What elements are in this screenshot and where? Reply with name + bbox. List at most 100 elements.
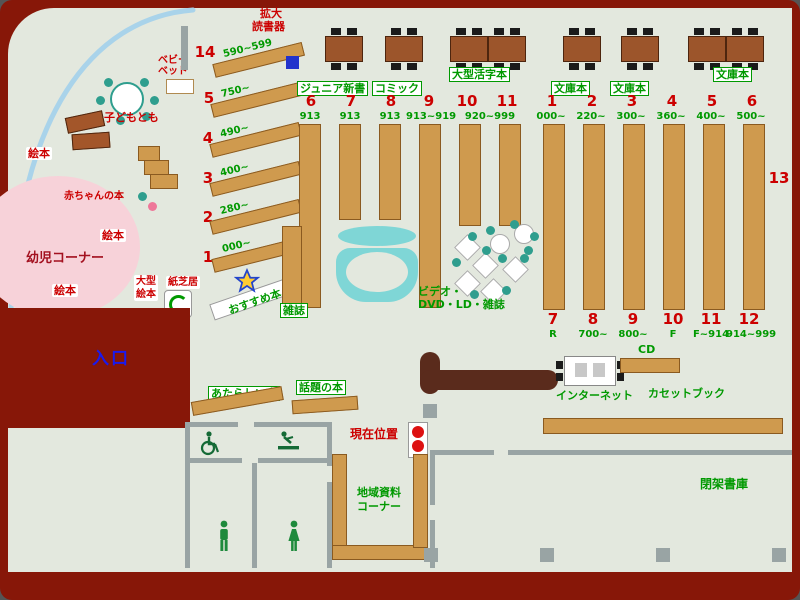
reading-table [450, 28, 488, 70]
kids-round-table [110, 82, 144, 116]
bookshelf [623, 124, 645, 310]
shelf-range: 700~ [578, 329, 608, 340]
marker-dot [412, 440, 424, 452]
cassette-label: カセットブック [648, 387, 725, 400]
kids-step-shelf [150, 174, 178, 189]
local-materials-label-1: 地域資料 [357, 486, 401, 499]
lounge-stools [468, 232, 477, 241]
bookshelf [543, 124, 565, 310]
shelf-range: 220~ [576, 111, 606, 122]
shelf-number: 1 [202, 248, 214, 266]
entrance-label: 入口 [92, 349, 130, 369]
shelf-range: 913 [339, 111, 361, 122]
wall [327, 482, 332, 568]
local-materials-label-2: コーナー [357, 500, 401, 513]
shelf-range: 914~999 [726, 329, 777, 340]
shelf-range: 000~ [536, 111, 566, 122]
cd-shelf [620, 358, 680, 373]
shelf-number: 8 [385, 92, 397, 110]
shelf-number: 14 [194, 43, 216, 61]
reading-table [563, 28, 601, 70]
large-picture-books-label: 大型 絵本 [134, 275, 158, 301]
browsing-sofa [336, 248, 418, 302]
kids-step-shelf [144, 160, 169, 175]
category-label: 文庫本 [551, 81, 590, 96]
bookshelf [339, 124, 361, 220]
wall [181, 26, 188, 70]
wall [327, 422, 332, 466]
round-table-chairs [486, 226, 495, 235]
internet-label: インターネット [556, 389, 633, 402]
cassette-shelf [543, 418, 783, 434]
shelf-number: 7 [345, 92, 357, 110]
pillar [423, 404, 437, 418]
shelf-number: 9 [423, 92, 435, 110]
bookshelf [583, 124, 605, 310]
infant-corner-label: 幼児コーナー [26, 251, 105, 266]
bookshelf [743, 124, 765, 310]
reading-table [488, 28, 526, 70]
star-icon [234, 268, 260, 293]
shelf-number: 5 [203, 89, 215, 107]
shelf-range: 913~919 [406, 111, 457, 122]
bookshelf [379, 124, 401, 220]
shelf-number: 12 [738, 310, 760, 328]
shelf-number: 6 [305, 92, 317, 110]
pillar [424, 548, 438, 562]
magnifier-label-2: 読書器 [252, 20, 285, 33]
shelf-number: 4 [666, 92, 678, 110]
round-table [514, 224, 534, 244]
wall [258, 458, 332, 463]
shelf-number: 10 [662, 310, 684, 328]
wall [254, 422, 332, 427]
magnifier-device-icon [286, 56, 299, 69]
shelf-number: 11 [496, 92, 518, 110]
local-materials-shelf [413, 454, 428, 548]
shelf-number: 2 [586, 92, 598, 110]
shelf-number: 8 [587, 310, 599, 328]
shelf-number: 3 [626, 92, 638, 110]
internet-desk [556, 356, 624, 386]
video-label-2: DVD・LD・雑誌 [418, 298, 505, 311]
shelf-number: 4 [202, 129, 214, 147]
shelf-range: 400~ [696, 111, 726, 122]
pillar [772, 548, 786, 562]
reading-table [621, 28, 659, 70]
category-label: 文庫本 [610, 81, 649, 96]
large-picture-books-line1: 大型 [136, 276, 156, 287]
reading-table [726, 28, 764, 70]
current-location-marker [408, 422, 428, 458]
cd-label: CD [638, 343, 656, 356]
category-label: 大型活字本 [449, 67, 510, 82]
kids-table-chairs [104, 78, 113, 87]
bookshelf [459, 124, 481, 226]
browsing-sofa-inner [346, 252, 408, 292]
video-label-1: ビデオ・ [418, 285, 462, 298]
closed-stacks-label: 閉架書庫 [700, 477, 749, 491]
current-location-label: 現在位置 [350, 427, 399, 441]
kids-step-shelf [138, 146, 160, 161]
baby-station-icon [278, 431, 299, 450]
shelf-number: 7 [547, 310, 559, 328]
male-restroom-icon [220, 520, 228, 551]
baby-bed-label-1: ベビー [158, 55, 188, 66]
bookshelf [703, 124, 725, 310]
reading-table [325, 28, 363, 70]
shelf-number: 13 [768, 169, 790, 187]
category-label: ジュニア新書 [297, 81, 369, 96]
computer-screens [575, 363, 587, 377]
shelf-number: 10 [456, 92, 478, 110]
marker-dot [412, 426, 424, 438]
topic-books-label: 話題の本 [296, 380, 346, 395]
bookshelf [299, 124, 321, 308]
shelf-number: 5 [706, 92, 718, 110]
shelf-number: 6 [746, 92, 758, 110]
pillar [540, 548, 554, 562]
magazines-label: 雑誌 [280, 303, 308, 318]
female-restroom-icon [288, 520, 300, 551]
wall [430, 520, 435, 568]
kodomo-label: 子どもとも [104, 111, 159, 124]
picture-books-label: 絵本 [100, 229, 126, 242]
shelf-number: 3 [202, 169, 214, 187]
shelf-range: F~914 [692, 329, 730, 340]
